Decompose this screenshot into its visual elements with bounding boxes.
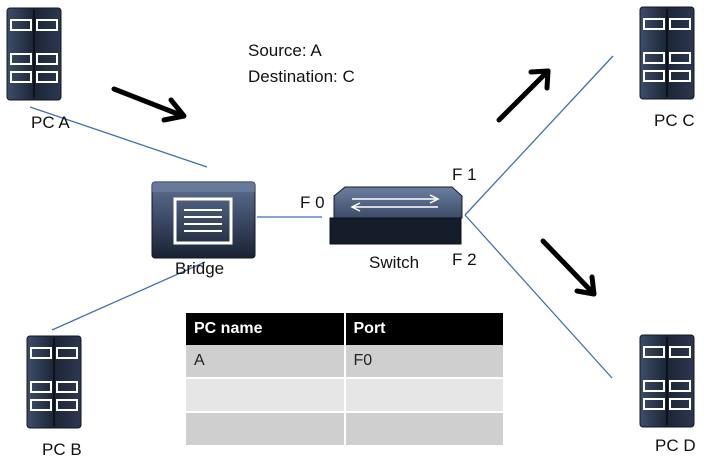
switch-label: Switch: [369, 253, 420, 272]
source-label: Source: A: [248, 41, 322, 60]
cell-port: [344, 378, 503, 413]
pc-d-label: PC D: [655, 436, 696, 455]
link-switch-pc-d: [464, 214, 613, 379]
destination-label: Destination: C: [248, 67, 355, 86]
pc-b-label: PC B: [42, 440, 82, 459]
cell-pc-name: [186, 412, 346, 447]
port-f1-label: F 1: [452, 165, 477, 184]
network-links: [29, 55, 614, 379]
table-row: A F0: [186, 345, 503, 379]
header-pc-name: PC name: [186, 313, 346, 345]
arrow-icon-a-to-bridge: [111, 86, 187, 123]
cell-pc-name: [186, 378, 346, 413]
bridge-icon: [151, 181, 256, 259]
pc-a-icon: [6, 7, 62, 101]
cell-pc-name: A: [186, 345, 346, 379]
table-header-row: PC name Port: [186, 313, 503, 345]
port-f0-label: F 0: [300, 193, 325, 212]
packet-info: Source: A Destination: C: [248, 38, 355, 90]
pc-b-icon: [26, 335, 82, 429]
link-switch-pc-c: [464, 55, 614, 216]
table-row: [186, 412, 503, 447]
port-f2-label: F 2: [452, 250, 477, 269]
header-port: Port: [344, 313, 503, 345]
link-pc-a-bridge: [29, 106, 208, 168]
arrow-icon-switch-to-d: [540, 238, 597, 297]
bridge-label: Bridge: [175, 259, 225, 278]
bridge-port-table: PC name Port A F0: [186, 313, 503, 447]
direction-arrows: [111, 68, 597, 297]
table-row: [186, 378, 503, 413]
pc-c-label: PC C: [654, 111, 695, 130]
arrow-icon-switch-to-c: [496, 68, 551, 123]
cell-port: F0: [344, 345, 503, 379]
cell-port: [344, 412, 503, 447]
pc-d-icon: [639, 334, 695, 428]
pc-c-icon: [639, 6, 695, 100]
link-pc-b-bridge: [51, 261, 206, 331]
pc-a-label: PC A: [31, 113, 70, 132]
switch-icon: [329, 186, 463, 245]
